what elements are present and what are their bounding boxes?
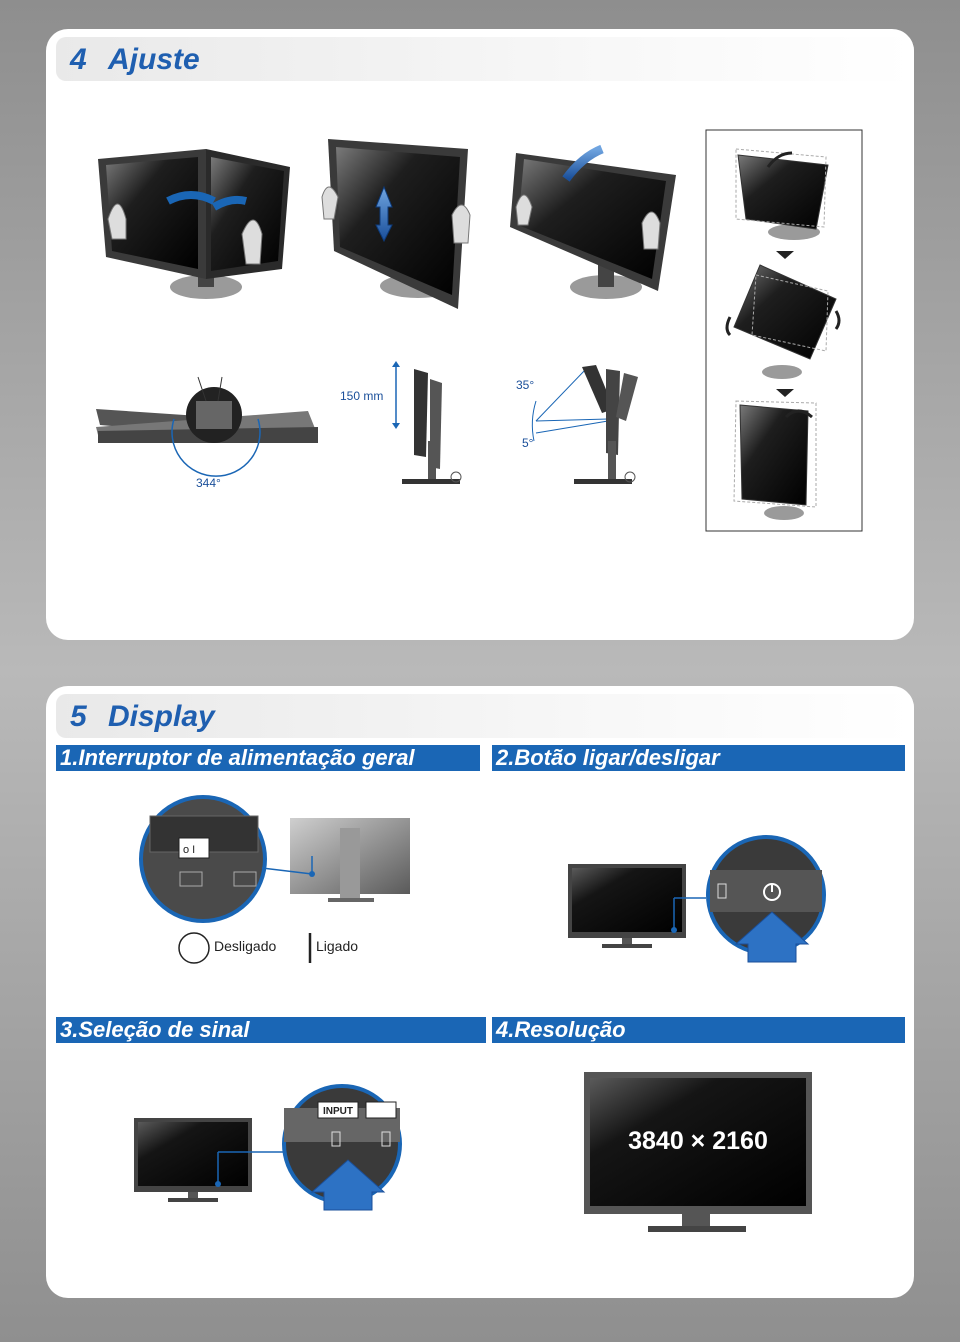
swivel-arrow-left-icon [166,191,216,205]
down-arrow-icon [776,251,794,259]
display-illustrations: o I [134,795,826,1232]
tilt-down-label: 5° [522,436,534,450]
resolution-monitor: 3840 × 2160 [584,1072,812,1232]
off-symbol-icon [178,932,210,964]
hand-icon [107,203,127,240]
swivel-illustration [98,149,290,299]
hand-icon [515,194,533,226]
down-arrow-icon [776,389,794,397]
swivel-arrow-right-icon [211,195,248,211]
section-number: 5 [70,700,87,733]
display-section-title: 5 Display [56,694,914,738]
swivel-angle-arc [171,418,261,477]
rotate-left-icon [725,316,732,337]
swivel-top-view: 344° [96,376,318,490]
section-title: Ajuste [108,43,200,76]
hand-icon [241,219,263,265]
rotate-arrow-icon [784,409,813,419]
pointer-arrow-icon [310,1159,386,1211]
item-resolution-header: 4.Resolução [492,1017,905,1043]
display-panel: 5 Display 1.Interruptor de alimentação g… [46,686,914,1298]
svg-text:o I: o I [183,844,195,856]
height-illustration [321,139,471,309]
power-switch-icon [178,837,210,859]
hand-icon [451,204,471,244]
item-signal-selection-header: 3.Seleção de sinal [56,1017,486,1043]
tilt-arrow-icon [562,144,604,182]
input-button-closeup: INPUT [134,1084,402,1211]
section-title: Display [108,700,215,733]
button-icon [381,1131,391,1147]
indicator-icon [717,883,727,899]
height-range-label: 150 mm [340,389,383,403]
rotate-arrow-icon [766,151,793,168]
power-socket-icon [233,871,257,887]
height-side-view: 150 mm [340,361,462,484]
rotation-illustration [705,129,863,532]
swivel-degree-label: 344° [196,476,221,490]
section-number: 4 [70,43,87,76]
hand-icon [321,186,339,220]
input-button-label: INPUT [323,1106,353,1117]
item-main-power-switch-header: 1.Interruptor de alimentação geral [56,745,480,771]
input-button-icon [331,1131,341,1147]
switch-outline-icon [179,871,203,887]
power-button-closeup [568,835,826,963]
tilt-up-label: 35° [516,378,534,392]
main-power-switch-closeup: o I [139,795,410,964]
hand-icon [641,211,661,250]
resolution-value: 3840 × 2160 [628,1127,768,1155]
off-label: Desligado [214,938,277,954]
rotate-right-icon [834,310,841,330]
pointer-arrow-icon [734,911,810,963]
ajuste-section-title: 4 Ajuste [56,37,914,81]
adjustment-illustrations: 344° 150 mm 35° 5° [96,129,863,532]
on-label: Ligado [316,938,359,954]
item-power-button-header: 2.Botão ligar/desligar [492,745,905,771]
height-arrow-icon [375,185,393,243]
tilt-side-view: 35° 5° [516,365,638,484]
ajuste-panel: 4 Ajuste [46,29,914,640]
tilt-illustration [510,144,676,299]
